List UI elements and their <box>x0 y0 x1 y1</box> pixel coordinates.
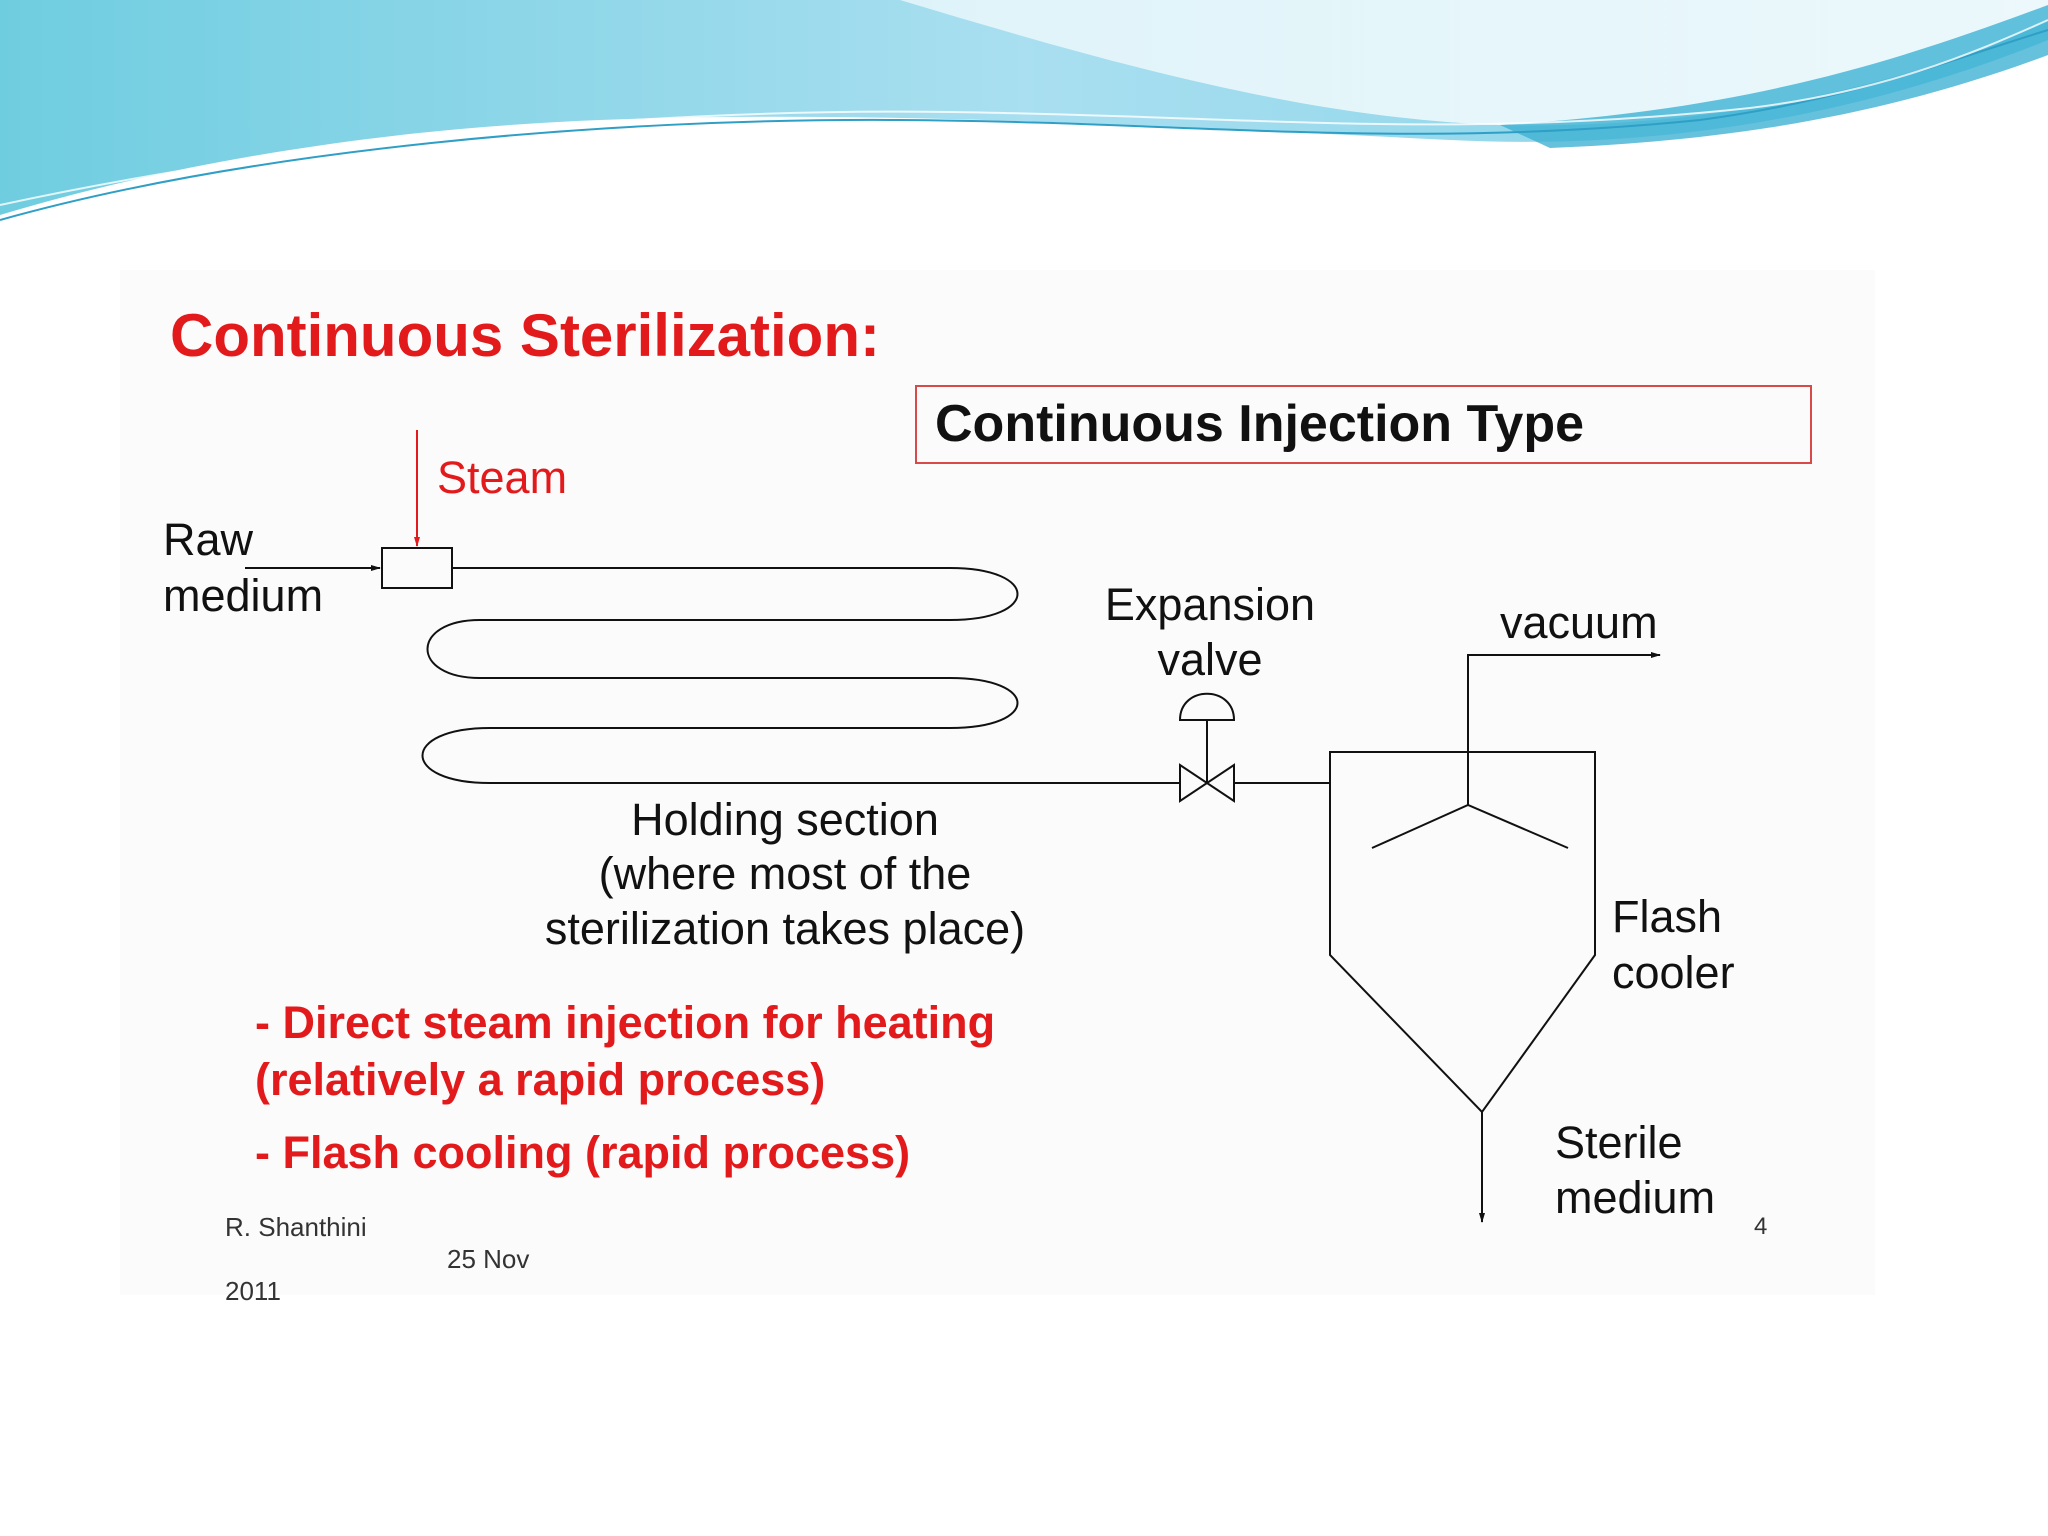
subtitle-frame <box>915 385 1812 464</box>
note-direct-steam-injection: - Direct steam injection for heating <box>255 997 996 1048</box>
holding-section-label-line2: (where most of the <box>598 848 972 899</box>
wave-header-decoration <box>0 0 2048 221</box>
note-flash-cooling: - Flash cooling (rapid process) <box>255 1127 911 1178</box>
expansion-valve-label-line2: valve <box>1157 634 1263 685</box>
holding-coil <box>421 567 1180 784</box>
expansion-valve <box>1179 763 1235 803</box>
steam-injector-box <box>381 547 453 589</box>
sterile-medium-label-line1: Sterile <box>1555 1117 1683 1168</box>
footer-year: 2011 <box>225 1276 281 1306</box>
page-title: Continuous Sterilization: <box>170 302 880 369</box>
vacuum-label: vacuum <box>1500 597 1658 648</box>
flash-cooler-vessel <box>1329 751 1596 1114</box>
holding-section-label-line1: Holding section <box>631 794 939 845</box>
raw-medium-label-line1: Raw <box>163 514 254 565</box>
subtitle: Continuous Injection Type <box>935 395 1585 453</box>
flash-cooler-label-line2: cooler <box>1612 947 1735 998</box>
expansion-valve-label-line1: Expansion <box>1104 579 1316 630</box>
footer-date: 25 Nov <box>447 1244 530 1274</box>
raw-medium-label-line2: medium <box>163 570 324 621</box>
valve-actuator <box>1178 692 1236 721</box>
steam-label: Steam <box>437 452 568 503</box>
flash-cooler-label-line1: Flash <box>1612 891 1723 942</box>
holding-section-label-line3: sterilization takes place) <box>544 903 1026 954</box>
vacuum-line <box>1467 652 1661 805</box>
sterile-medium-label-line2: medium <box>1555 1172 1716 1223</box>
footer-author: R. Shanthini <box>225 1212 367 1242</box>
vapor-spreader <box>1371 803 1569 849</box>
page-number: 4 <box>1754 1213 1768 1240</box>
note-rapid-process: (relatively a rapid process) <box>255 1054 826 1105</box>
